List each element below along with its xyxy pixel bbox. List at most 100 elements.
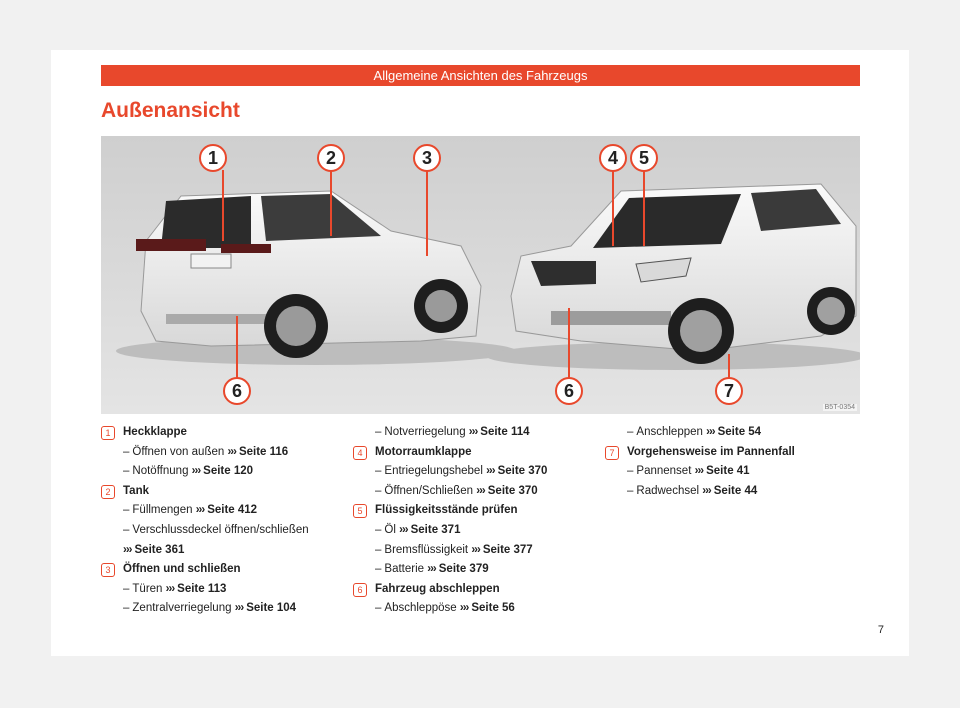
- dash: –: [627, 484, 634, 497]
- marker-6: 6: [232, 381, 242, 401]
- marker-7: 7: [724, 381, 734, 401]
- legend-subitem: –Anschleppen ›››Seite 54: [627, 423, 825, 443]
- marker-2: 2: [326, 148, 336, 168]
- dash: –: [123, 582, 130, 595]
- legend-heading: Vorgehensweise im Pannenfall: [627, 445, 795, 458]
- page-reference-link[interactable]: Seite 54: [717, 426, 762, 438]
- vehicle-illustration: 1 2 3 4 5 6 6 7: [101, 136, 860, 414]
- callout-number-badge: 7: [605, 445, 619, 460]
- legend-heading: Heckklappe: [123, 426, 187, 438]
- legend-subitem: –Türen ›››Seite 113: [123, 580, 321, 600]
- subitem-text: Öffnen von außen: [132, 445, 225, 458]
- legend-entry: 7 Vorgehensweise im Pannenfall –Pannenset …: [605, 443, 825, 502]
- manual-page: Allgemeine Ansichten des Fahrzeugs Außen…: [51, 50, 909, 656]
- dash: –: [375, 563, 382, 576]
- page-reference-link[interactable]: Seite 104: [246, 602, 297, 615]
- cross-reference-arrow-icon: ›››: [123, 543, 132, 556]
- page-reference-link[interactable]: Seite 370: [497, 465, 548, 478]
- marker-6-front: 6: [564, 381, 574, 401]
- legend-subitem: –Notverriegelung ›››Seite 114: [375, 423, 573, 443]
- legend-entry: –Notverriegelung ›››Seite 114: [353, 423, 573, 443]
- page-reference-link[interactable]: Seite 113: [177, 582, 227, 595]
- cross-reference-arrow-icon: ›››: [468, 426, 478, 438]
- cross-reference-arrow-icon: ›››: [195, 504, 205, 517]
- vehicle-exterior-figure: 1 2 3 4 5 6 6 7 B5T-0354: [101, 136, 860, 414]
- page-reference-link[interactable]: Seite 370: [487, 484, 538, 497]
- legend-subitem: –Notöffnung ›››Seite 120: [123, 462, 321, 482]
- cross-reference-arrow-icon: ›››: [234, 602, 244, 615]
- dash: –: [627, 465, 634, 478]
- callout-number-badge: 5: [353, 504, 367, 519]
- callout-number-badge: 4: [353, 445, 367, 460]
- callout-number-badge: 1: [101, 426, 115, 440]
- cross-reference-arrow-icon: ›››: [427, 563, 436, 576]
- section-banner: Allgemeine Ansichten des Fahrzeugs: [101, 65, 860, 86]
- legend-subitem: –Entriegelungshebel ›››Seite 370: [375, 462, 573, 482]
- subitem-text: Pannenset: [636, 465, 692, 478]
- legend-subitem: –Verschlussdeckel öffnen/schließen ›››Se…: [123, 521, 321, 560]
- legend-subitem: –Radwechsel ›››Seite 44: [627, 482, 825, 502]
- subitem-text: Abschleppöse: [384, 602, 457, 615]
- page-reference-link[interactable]: Seite 371: [410, 523, 461, 536]
- dash: –: [375, 426, 382, 438]
- legend-entry: 2 Tank –Füllmengen ›››Seite 412–Verschluss…: [101, 482, 321, 560]
- legend-subitem: –Bremsflüssigkeit ›››Seite 377: [375, 541, 573, 561]
- legend-subitem: –Batterie ›››Seite 379: [375, 560, 573, 580]
- cross-reference-arrow-icon: ›››: [459, 602, 469, 615]
- page-reference-link[interactable]: Seite 412: [207, 504, 258, 517]
- legend-entry: 3 Öffnen und schließen –Türen ›››Seite 113…: [101, 560, 321, 619]
- legend-heading: Fahrzeug abschleppen: [375, 582, 500, 595]
- figure-code: B5T-0354: [822, 404, 857, 411]
- legend-subitem: –Abschleppöse ›››Seite 56: [375, 599, 573, 619]
- page-reference-link[interactable]: Seite 44: [713, 484, 758, 497]
- dash: –: [375, 484, 382, 497]
- legend-heading: Flüssigkeitsstände prüfen: [375, 504, 518, 517]
- subitem-text: Notöffnung: [132, 465, 189, 478]
- legend-heading: Öffnen und schließen: [123, 563, 241, 576]
- cross-reference-arrow-icon: ›››: [399, 523, 408, 536]
- dash: –: [123, 445, 130, 458]
- cross-reference-arrow-icon: ›››: [191, 465, 201, 478]
- page-reference-link[interactable]: Seite 120: [203, 465, 254, 478]
- page-reference-link[interactable]: Seite 377: [482, 543, 533, 556]
- cross-reference-arrow-icon: ›››: [476, 484, 485, 497]
- marker-4: 4: [608, 148, 618, 168]
- subitem-text: Batterie: [384, 563, 425, 576]
- subitem-text: Öl: [384, 523, 396, 536]
- page-reference-link[interactable]: Seite 361: [134, 543, 185, 556]
- cross-reference-arrow-icon: ›››: [471, 543, 480, 556]
- page-reference-link[interactable]: Seite 379: [438, 563, 489, 576]
- dash: –: [375, 602, 382, 615]
- page-number: 7: [877, 624, 884, 636]
- front-car-icon: [486, 183, 860, 370]
- cross-reference-arrow-icon: ›››: [706, 426, 715, 438]
- callout-number-badge: 3: [101, 563, 115, 578]
- page-reference-link[interactable]: Seite 114: [480, 426, 530, 438]
- page-reference-link[interactable]: Seite 41: [706, 465, 750, 478]
- callout-number-badge: 2: [101, 484, 115, 499]
- subitem-text: Bremsflüssigkeit: [384, 543, 469, 556]
- legend-subitem: –Öffnen/Schließen ›››Seite 370: [375, 482, 573, 502]
- dash: –: [627, 426, 634, 438]
- legend-subitem: –Füllmengen ›››Seite 412: [123, 501, 321, 521]
- callout-lines: [222, 170, 730, 378]
- cross-reference-arrow-icon: ›››: [694, 465, 704, 478]
- legend-entry: –Anschleppen ›››Seite 54: [605, 423, 825, 443]
- legend-heading: Motorraumklappe: [375, 445, 472, 458]
- legend-subitem: –Pannenset ›››Seite 41: [627, 462, 825, 482]
- dash: –: [375, 465, 382, 478]
- subitem-text: Notverriegelung: [384, 426, 466, 438]
- legend-subitem: –Öffnen von außen ›››Seite 116: [123, 443, 321, 463]
- page-reference-link[interactable]: Seite 116: [238, 445, 289, 458]
- subitem-text: Zentralverriegelung: [132, 602, 232, 615]
- legend-heading: Tank: [123, 484, 149, 497]
- marker-1: 1: [208, 148, 218, 168]
- page-reference-link[interactable]: Seite 56: [471, 602, 515, 615]
- cross-reference-arrow-icon: ›››: [702, 484, 711, 497]
- callout-number-badge: 6: [353, 582, 367, 597]
- subitem-text: Anschleppen: [636, 426, 703, 438]
